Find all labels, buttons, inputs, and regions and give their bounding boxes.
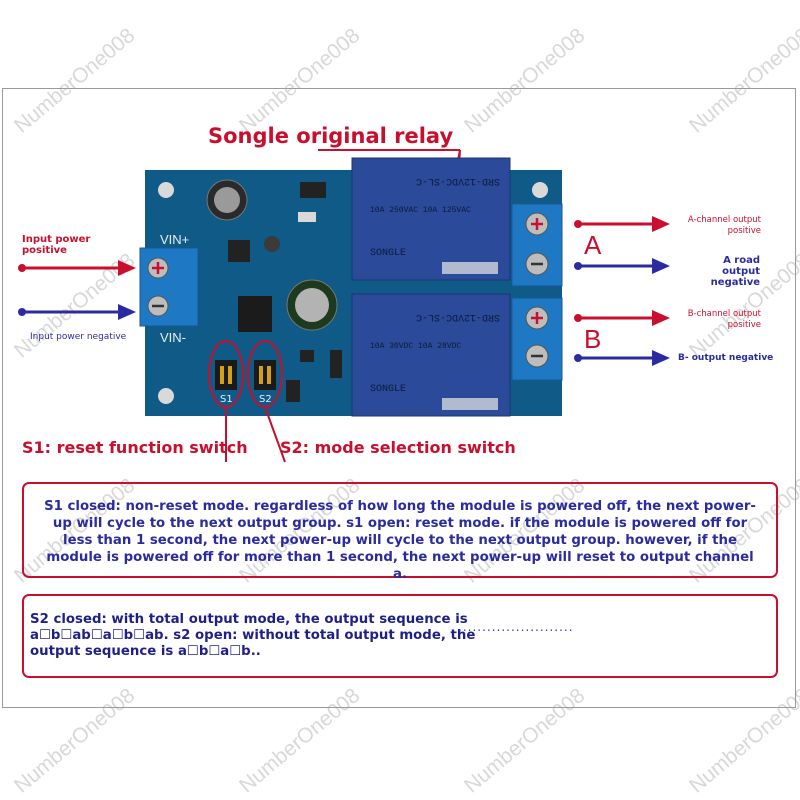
relay-a-rating: 10A 250VAC 10A 125VAC	[370, 206, 471, 215]
input-positive-label: Input power positive	[22, 234, 91, 256]
s2-description: S2 closed: with total output mode, the o…	[30, 612, 476, 659]
s1-jumper	[215, 360, 237, 390]
arrow-right-icon	[18, 260, 136, 276]
b-output-negative-label: B- output negative	[678, 353, 774, 363]
s1-description-box: S1 closed: non-reset mode. regardless of…	[22, 482, 778, 582]
relay-a-brand: SONGLE	[370, 248, 407, 259]
arrow-right-icon	[574, 258, 670, 274]
relay-b-rating: 10A 30VDC 10A 28VDC	[370, 342, 462, 351]
s1-description: S1 closed: non-reset mode. regardless of…	[44, 499, 756, 582]
s2-pointer-line	[264, 406, 286, 463]
s1-board-label: S1	[220, 394, 233, 405]
mount-hole-icon	[158, 388, 174, 404]
mount-hole-icon	[158, 182, 174, 198]
vin-minus-label: VIN-	[160, 330, 186, 345]
relay-a-model: SRD-12VDC-SL-C	[415, 175, 500, 186]
s1-switch-label: S1: reset function switch	[22, 438, 248, 457]
chip-icon	[228, 240, 250, 262]
relay-a	[351, 157, 511, 281]
s2-switch-label: S2: mode selection switch	[280, 438, 516, 457]
a-output-negative-label: A road output negative	[710, 255, 760, 288]
vin-plus-label: VIN+	[160, 232, 190, 247]
s2-trailing-dots: ........................	[458, 620, 574, 634]
arrow-right-icon	[574, 216, 670, 232]
mount-hole-icon	[532, 182, 548, 198]
component-icon	[264, 236, 280, 252]
diagram-title: Songle original relay	[208, 124, 454, 148]
input-negative-label: Input power negative	[30, 332, 127, 342]
s2-description-box: S2 closed: with total output mode, the o…	[22, 594, 778, 678]
s2-jumper	[254, 360, 276, 390]
b-output-positive-label: B-channel output positive	[687, 309, 761, 330]
a-output-positive-label: A-channel output positive	[687, 215, 761, 236]
channel-a-letter: A	[584, 230, 602, 260]
ic-chip-icon	[238, 296, 272, 332]
relay-b-brand: SONGLE	[370, 384, 407, 395]
arrow-right-icon	[574, 310, 670, 326]
arrow-right-icon	[574, 350, 670, 366]
s2-board-label: S2	[259, 394, 272, 405]
relay-b-model: SRD-12VDC-SL-C	[415, 311, 500, 322]
channel-b-letter: B	[584, 324, 602, 354]
input-terminal-block	[139, 247, 199, 327]
chip-icon	[300, 182, 326, 198]
arrow-right-icon	[18, 304, 136, 320]
diagram-frame	[2, 88, 796, 708]
relay-b	[351, 293, 511, 417]
